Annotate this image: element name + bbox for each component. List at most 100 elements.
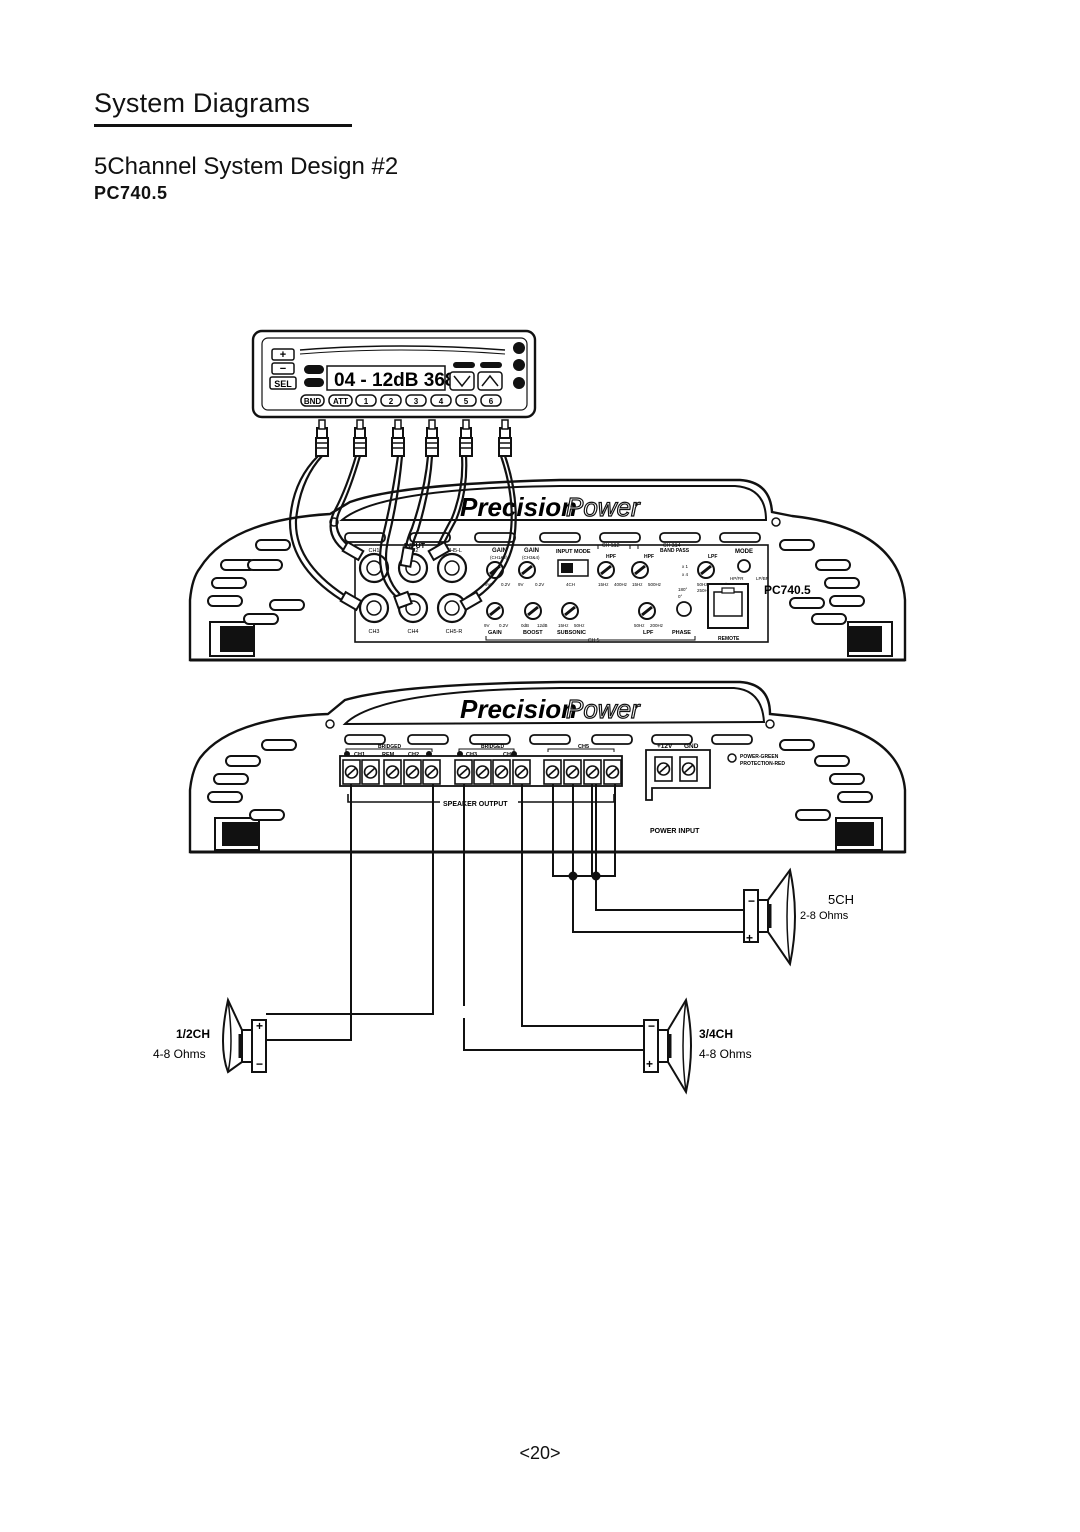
amp-front-model-label: PC740.5 bbox=[764, 583, 811, 597]
bridged-ch12-label: BRIDGED bbox=[378, 744, 401, 750]
remote-label: REMOTE bbox=[718, 636, 740, 642]
head-unit-minus-button bbox=[271, 362, 295, 375]
head-unit-plus-button bbox=[271, 348, 295, 361]
ch12-label: CH 1&2 bbox=[602, 543, 620, 549]
head-unit: + − SEL 04 - 12dB 3685 BND ATT 1 bbox=[251, 329, 537, 419]
hpf-ch12-label: HPF bbox=[606, 554, 616, 560]
ch2-terminal-label: CH2 bbox=[408, 752, 419, 758]
ch4-terminal-label: CH4 bbox=[503, 752, 515, 758]
phase-0-label: 0° bbox=[678, 594, 683, 599]
band-pass-label: BAND PASS bbox=[660, 548, 690, 554]
head-unit-sel-button bbox=[269, 376, 297, 390]
rca-plug-ends bbox=[339, 540, 483, 612]
amplifier-rear-panel: Precision Power BRIDGED BRIDGED CH1 REM … bbox=[188, 680, 907, 854]
tick-gain34-max: 0.2V bbox=[535, 582, 544, 587]
mode-hpfr-label: HP/FR bbox=[730, 576, 744, 581]
lpf-ch5-label: LPF bbox=[643, 630, 654, 636]
bridged-ch34-label: BRIDGED bbox=[481, 744, 504, 750]
tick-gain12-min: 9V bbox=[485, 582, 491, 587]
speaker-34ch-impedance: 4-8 Ohms bbox=[699, 1047, 752, 1061]
mode-x1-label: x 1 bbox=[682, 564, 689, 569]
speaker-34ch-plus: + bbox=[646, 1057, 653, 1071]
rca-ch4-label: CH4 bbox=[407, 629, 418, 635]
tick-boost-max: 12dB bbox=[537, 623, 548, 628]
ch34-label: CH 3&4 bbox=[663, 543, 681, 549]
speaker-12ch-impedance: 4-8 Ohms bbox=[153, 1047, 206, 1061]
rca-ch3-label: CH3 bbox=[368, 629, 379, 635]
gain-ch12-sub: (CH1&2) bbox=[490, 555, 508, 560]
head-unit-bottom-buttons: BND ATT 1 2 3 4 5 6 bbox=[300, 394, 502, 407]
tick-lpf5-min: 50Hz bbox=[634, 623, 645, 628]
tick-gain5-max: 0.2V bbox=[499, 623, 508, 628]
gain-ch34-sub: (CH3&4) bbox=[522, 555, 540, 560]
head-unit-preset-4: 4 bbox=[439, 397, 444, 406]
gain-ch5-label: GAIN bbox=[488, 630, 502, 636]
tick-gain5-min: 9V bbox=[484, 623, 490, 628]
mode-lpbp-label: LP/BP bbox=[756, 576, 769, 581]
head-unit-preset-6: 6 bbox=[489, 397, 494, 406]
head-unit-plus-label: + bbox=[280, 349, 286, 361]
amp-rear-brand-power: Power bbox=[566, 694, 641, 724]
mode-x4-label: x 4 bbox=[682, 572, 689, 577]
amp-input-label: INPUT bbox=[404, 543, 426, 550]
phase-label: PHASE bbox=[672, 630, 691, 636]
phase-button bbox=[676, 601, 692, 617]
head-unit-bnd-label: BND bbox=[304, 397, 322, 406]
design-title: 5Channel System Design #2 bbox=[94, 153, 399, 180]
gain-ch34-label: GAIN bbox=[524, 548, 539, 554]
speaker-5ch-label: 5CH bbox=[828, 892, 854, 907]
speaker-5ch-plus: + bbox=[746, 931, 753, 945]
head-unit-down-button bbox=[449, 371, 475, 391]
led-power-green-label: POWER-GREEN bbox=[740, 754, 779, 760]
hpf-ch34-label: HPF bbox=[644, 554, 654, 560]
head-unit-display bbox=[326, 365, 446, 391]
input-mode-label: INPUT MODE bbox=[556, 549, 591, 555]
tick-gain34-min: 9V bbox=[518, 582, 524, 587]
section-title-underline bbox=[94, 124, 352, 127]
amp-front-brand-precision: Precision bbox=[460, 492, 577, 522]
gain-ch12-label: GAIN bbox=[492, 548, 507, 554]
speaker-5ch-impedance: 2-8 Ohms bbox=[800, 910, 849, 922]
tick-lpf5-max: 200Hz bbox=[650, 623, 664, 628]
phase-180-label: 180° bbox=[678, 587, 688, 592]
boost-label: BOOST bbox=[523, 630, 543, 636]
tick-lpf34-min: 50Hz bbox=[697, 582, 708, 587]
plus12v-label: +12V bbox=[657, 743, 673, 750]
tick-hpf34-min: 15Hz bbox=[632, 582, 643, 587]
head-unit-preset-2: 2 bbox=[389, 397, 394, 406]
model-title: PC740.5 bbox=[94, 183, 168, 203]
speaker-34ch-minus: − bbox=[648, 1019, 655, 1033]
head-unit-att-label: ATT bbox=[333, 397, 348, 406]
speaker-5ch-minus: − bbox=[748, 894, 755, 908]
led-protection-red-label: PROTECTION-RED bbox=[740, 761, 785, 767]
rca-cables bbox=[288, 418, 517, 605]
tick-boost-min: 0dB bbox=[521, 623, 529, 628]
mode-button bbox=[737, 559, 751, 573]
chevron-down-icon bbox=[453, 375, 471, 388]
speaker-output-label: SPEAKER OUTPUT bbox=[443, 801, 508, 808]
tick-subsonic-max: 50Hz bbox=[574, 623, 585, 628]
section-title: System Diagrams bbox=[94, 88, 311, 118]
input-mode-4ch: 4CH bbox=[566, 582, 575, 587]
tick-gain12-max: 0.2V bbox=[501, 582, 510, 587]
amp-front-brand-power: Power bbox=[566, 492, 641, 522]
rem-terminal-label: REM bbox=[382, 752, 395, 758]
amplifier-front-panel: Precision Power INPUT CH1 CH2 CH5-L CH3 … bbox=[188, 478, 907, 662]
tick-hpf12-min: 15Hz bbox=[598, 582, 609, 587]
junction-dot bbox=[591, 871, 601, 881]
speaker-12ch bbox=[222, 996, 267, 1074]
head-unit-preset-1: 1 bbox=[364, 397, 369, 406]
tick-hpf34-max: 500Hz bbox=[648, 582, 662, 587]
tick-hpf12-max: 400Hz bbox=[614, 582, 628, 587]
head-unit-preset-5: 5 bbox=[464, 397, 469, 406]
ch1-terminal-label: CH1 bbox=[354, 752, 365, 758]
gnd-label: GND bbox=[684, 743, 699, 750]
ch5-terminal-label: CH5 bbox=[578, 744, 589, 750]
speaker-12ch-label: 1/2CH bbox=[176, 1027, 210, 1041]
head-unit-up-button bbox=[477, 371, 503, 391]
speaker-12ch-minus: − bbox=[256, 1057, 263, 1071]
rca-ch1-label: CH1 bbox=[368, 548, 379, 554]
power-input-label: POWER INPUT bbox=[650, 828, 700, 835]
ch3-terminal-label: CH3 bbox=[466, 752, 477, 758]
power-protection-led bbox=[727, 753, 737, 763]
